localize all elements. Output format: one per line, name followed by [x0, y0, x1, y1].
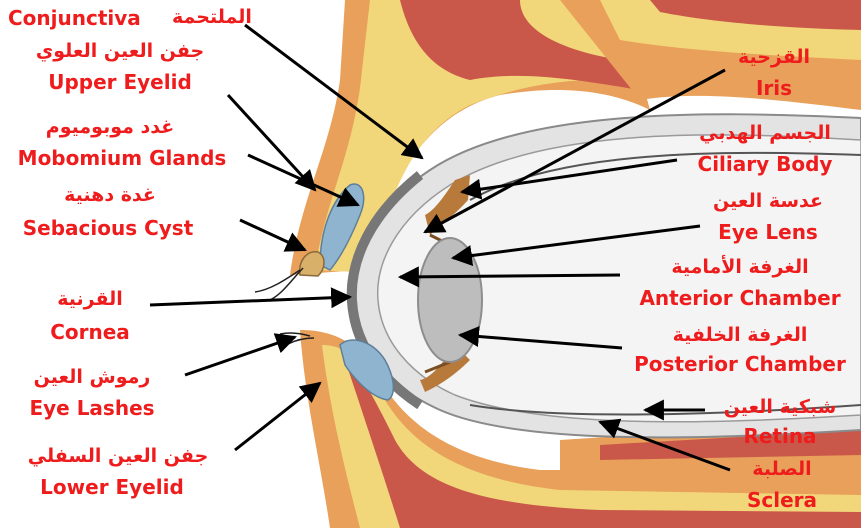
label-cornea-ar: القرنية: [57, 290, 123, 309]
label-retina-en: Retina: [743, 426, 816, 446]
label-eye-lens-en: Eye Lens: [718, 222, 818, 242]
pointer-eye-lashes: [185, 337, 295, 375]
label-iris-en: Iris: [756, 78, 792, 98]
label-lower-eyelid-en: Lower Eyelid: [40, 477, 184, 497]
label-posterior-chamber-en: Posterior Chamber: [634, 354, 846, 374]
label-conjunctiva-ar: الملتحمة: [172, 8, 252, 27]
label-iris-ar: القزحية: [738, 48, 810, 67]
pointer-upper-eyelid: [228, 95, 315, 190]
pointer-cornea: [150, 297, 350, 305]
label-lower-eyelid-ar: جفن العين السفلي: [28, 447, 209, 466]
label-mobomium-glands-ar: غدد موبوميوم: [46, 118, 174, 137]
label-sebacious-cyst-ar: غدة دهنية: [64, 186, 156, 205]
pointer-anterior-chamber: [400, 275, 620, 277]
label-anterior-chamber-en: Anterior Chamber: [639, 288, 840, 308]
label-cornea-en: Cornea: [50, 322, 130, 342]
label-eye-lashes-en: Eye Lashes: [29, 398, 154, 418]
label-posterior-chamber-ar: الغرفة الخلفية: [673, 326, 808, 345]
label-sebacious-cyst-en: Sebacious Cyst: [23, 218, 194, 238]
label-sclera-ar: الصلبة: [752, 460, 811, 479]
label-eye-lashes-ar: رموش العين: [34, 368, 151, 387]
label-ciliary-body-en: Ciliary Body: [698, 154, 833, 174]
label-conjunctiva-en: Conjunctiva: [8, 8, 141, 28]
label-ciliary-body-ar: الجسم الهدبي: [699, 124, 831, 143]
label-upper-eyelid-en: Upper Eyelid: [48, 72, 192, 92]
label-retina-ar: شبكية العين: [724, 398, 837, 417]
label-anterior-chamber-ar: الغرفة الأمامية: [671, 258, 808, 277]
pointer-sebacious-cyst: [240, 220, 305, 250]
label-upper-eyelid-ar: جفن العين العلوي: [36, 42, 204, 61]
label-eye-lens-ar: عدسة العين: [713, 192, 823, 211]
label-sclera-en: Sclera: [747, 490, 817, 510]
label-mobomium-glands-en: Mobomium Glands: [18, 148, 227, 168]
pointer-lower-eyelid: [235, 383, 320, 450]
